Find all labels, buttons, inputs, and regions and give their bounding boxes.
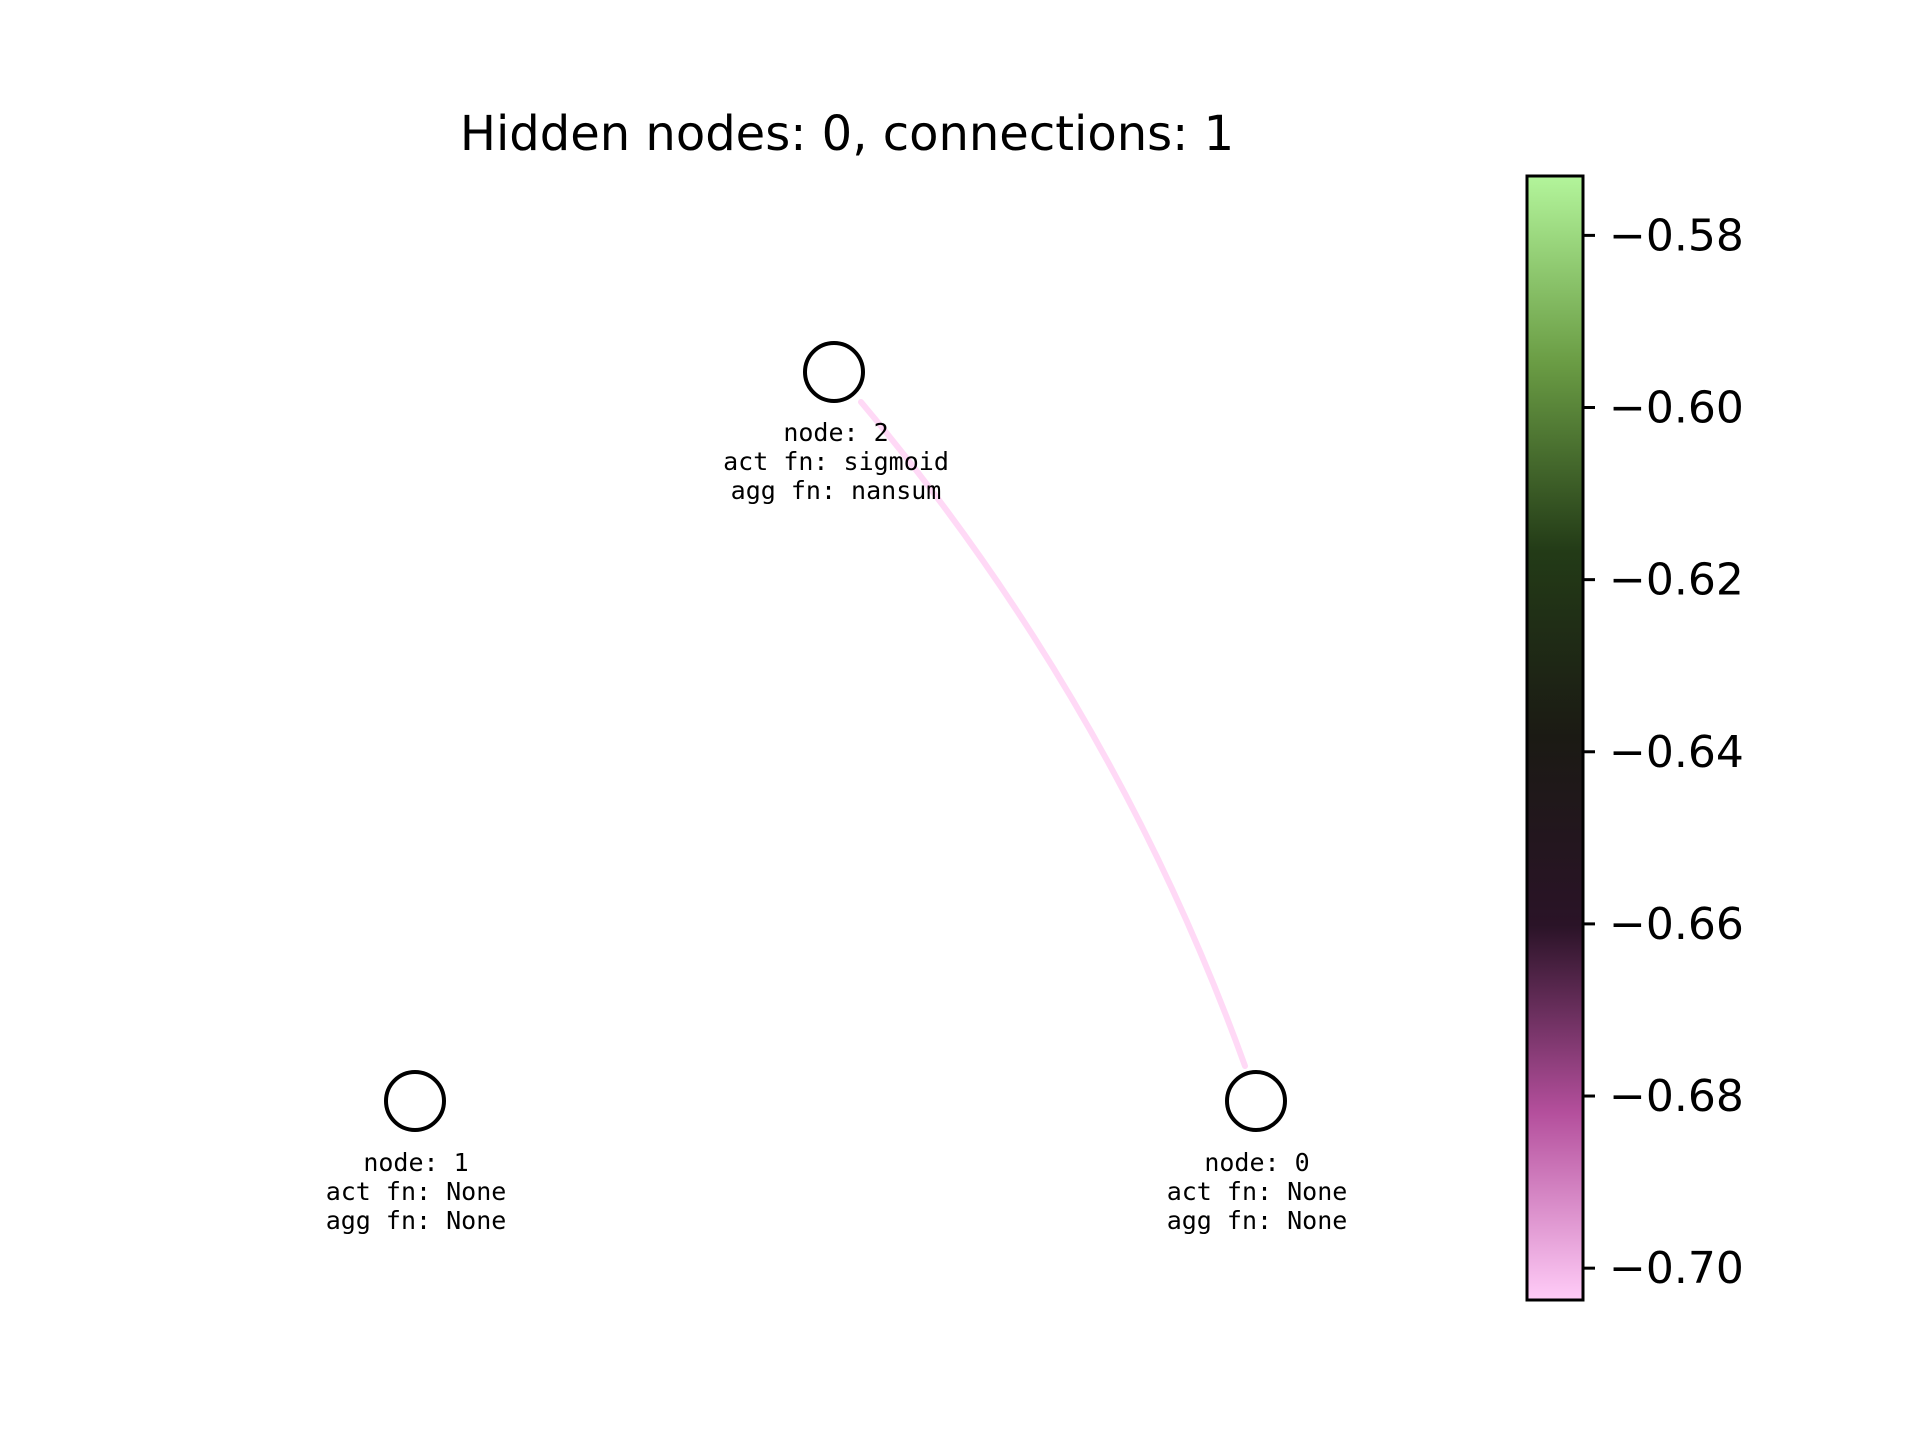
node-0-label-id: node: 0 xyxy=(1204,1148,1309,1177)
colorbar-tick-label: −0.62 xyxy=(1609,555,1744,606)
node-2[interactable]: node: 2 act fn: sigmoid agg fn: nansum xyxy=(723,341,949,505)
node-0[interactable]: node: 0 act fn: None agg fn: None xyxy=(1167,1070,1348,1235)
diagram-title: Hidden nodes: 0, connections: 1 xyxy=(460,106,1234,162)
node-2-label-id: node: 2 xyxy=(783,418,888,447)
colorbar-tick-label: −0.66 xyxy=(1609,899,1744,950)
node-1-label-agg: agg fn: None xyxy=(326,1206,507,1235)
colorbar-ticks: −0.58 −0.60 −0.62 −0.64 −0.66 −0.68 −0.70 xyxy=(1583,210,1744,1294)
node-1[interactable]: node: 1 act fn: None agg fn: None xyxy=(326,1070,507,1235)
colorbar-tick-label: −0.70 xyxy=(1609,1243,1744,1294)
connection-edge-0-2 xyxy=(858,399,1248,1069)
node-2-circle[interactable] xyxy=(803,341,865,403)
node-1-label-id: node: 1 xyxy=(363,1148,468,1177)
colorbar-gradient xyxy=(1525,174,1585,1302)
colorbar-tick-label: −0.64 xyxy=(1609,727,1744,778)
node-0-label-agg: agg fn: None xyxy=(1167,1206,1348,1235)
node-2-label-agg: agg fn: nansum xyxy=(731,476,942,505)
colorbar: −0.58 −0.60 −0.62 −0.64 −0.66 −0.68 −0.70 xyxy=(1525,174,1744,1302)
node-0-label-act: act fn: None xyxy=(1167,1177,1348,1206)
node-1-circle[interactable] xyxy=(384,1070,446,1132)
node-0-circle[interactable] xyxy=(1225,1070,1287,1132)
node-1-label-act: act fn: None xyxy=(326,1177,507,1206)
node-2-label-act: act fn: sigmoid xyxy=(723,447,949,476)
colorbar-tick-label: −0.58 xyxy=(1609,210,1744,261)
colorbar-tick-label: −0.68 xyxy=(1609,1071,1744,1122)
colorbar-tick-label: −0.60 xyxy=(1609,383,1744,434)
